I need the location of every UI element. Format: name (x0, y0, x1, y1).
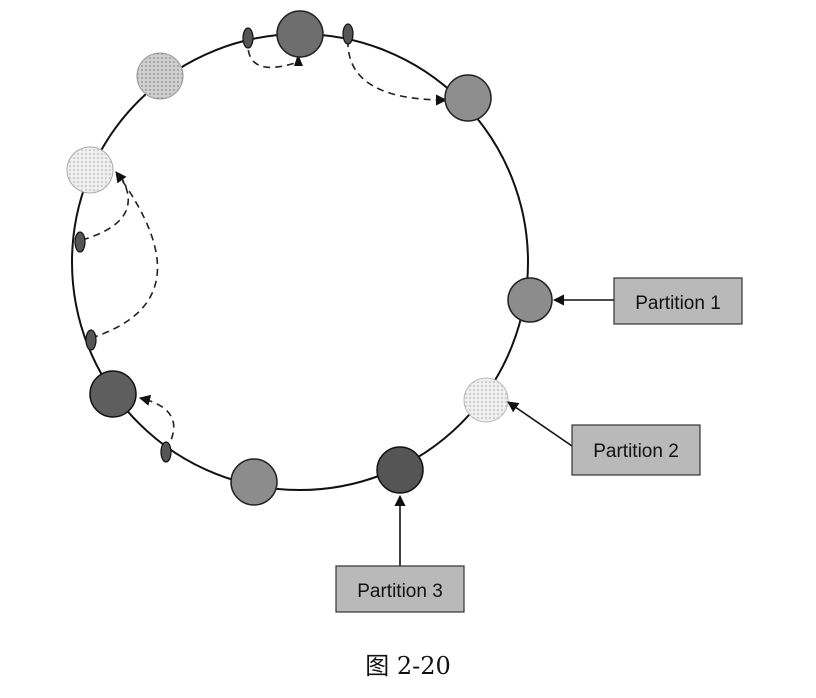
ring-node-partition-2 (463, 377, 509, 423)
replication-arc-top-left (246, 37, 299, 69)
partition-1-label: Partition 1 (635, 293, 721, 314)
partition-1-label-box: Partition 1 (613, 277, 743, 325)
figure-caption: 图 2-20 (365, 652, 451, 680)
partition-2-arrow (507, 401, 573, 447)
partition-3-label-box: Partition 3 (335, 565, 465, 613)
partition-3-label: Partition 3 (357, 581, 443, 602)
replication-arc-left-long (90, 171, 159, 339)
partition-2-label: Partition 2 (593, 441, 679, 462)
virtual-node-marker (242, 27, 254, 49)
virtual-node-marker (160, 441, 172, 463)
ring-node-left (66, 146, 114, 194)
partition-2-label-box: Partition 2 (571, 424, 701, 476)
virtual-node-marker (85, 329, 97, 351)
consistent-hashing-ring-diagram: Partition 1 Partition 2 Partition 3 (66, 10, 743, 613)
virtual-node-marker (342, 23, 354, 45)
ring-node-top-left (136, 52, 184, 100)
replication-arc-bottom-left (138, 394, 175, 451)
ring-node-partition-1 (507, 277, 553, 323)
ring-node-top (276, 10, 324, 58)
ring-node-top-right (444, 74, 492, 122)
ring-node-bottom (230, 458, 278, 506)
ring-node-left-bottom (89, 370, 137, 418)
virtual-node-marker (74, 231, 86, 253)
ring-node-partition-3 (376, 446, 424, 494)
arc-arrowhead-top (294, 54, 303, 66)
replication-arc-top-right (347, 39, 448, 106)
